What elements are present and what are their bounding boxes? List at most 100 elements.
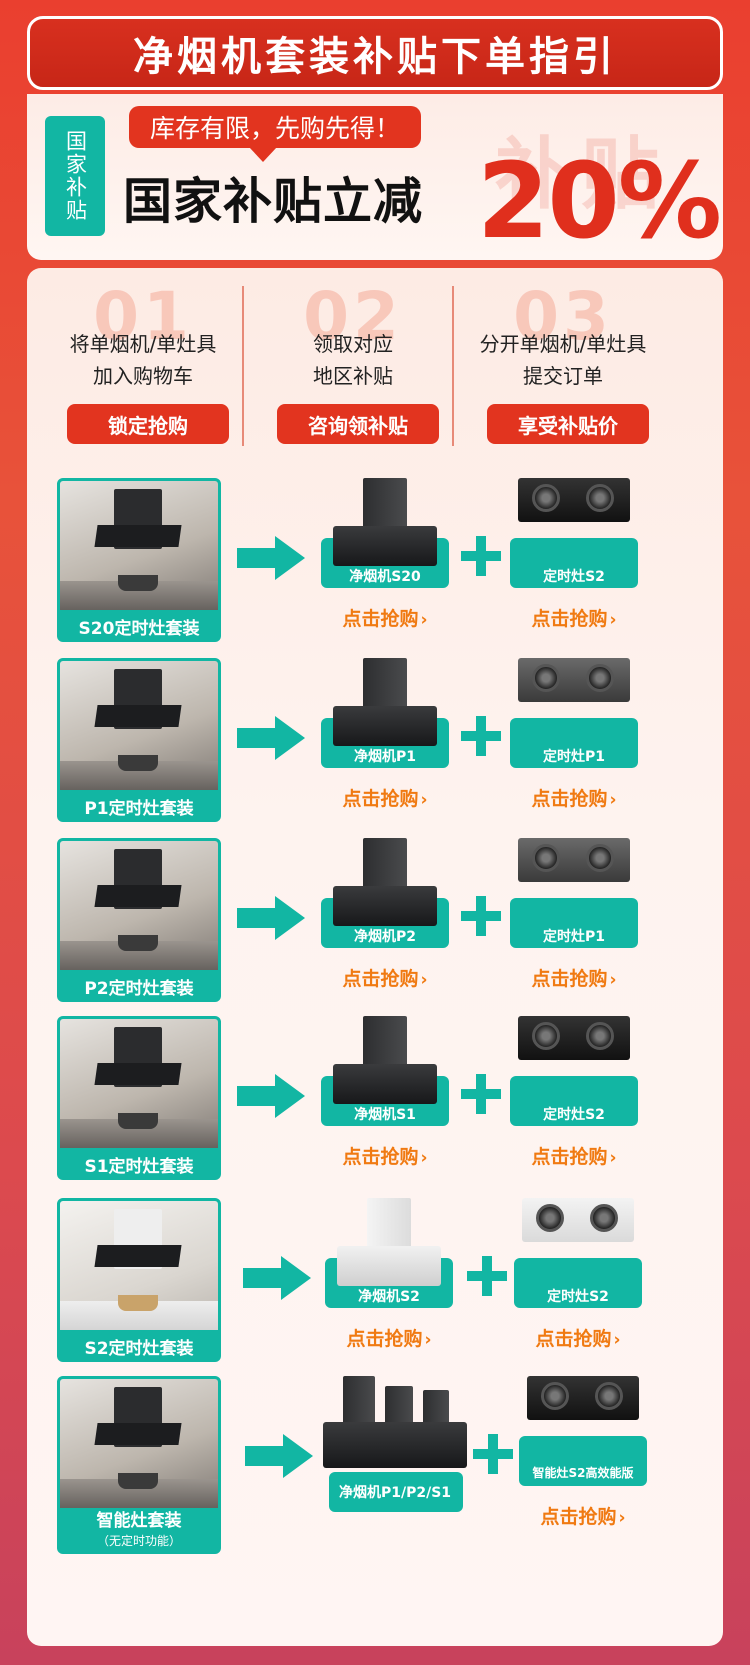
- kit-label[interactable]: P1定时灶套装: [57, 790, 221, 822]
- kit-row-s20: S20定时灶套装 净烟机S20 定时灶S2 点击抢购› 点击抢购›: [27, 478, 723, 648]
- product-box: [510, 898, 638, 948]
- kit-label[interactable]: S20定时灶套装: [57, 610, 221, 642]
- buy-label: 点击抢购: [342, 968, 419, 990]
- pot-image: [118, 1473, 158, 1489]
- hood-image: [363, 1016, 407, 1068]
- burner-icon: [586, 844, 614, 872]
- buy-label: 点击抢购: [342, 1146, 419, 1168]
- buy-stove-link[interactable]: 点击抢购›: [510, 1142, 638, 1169]
- chevron-right-icon: ›: [618, 1508, 626, 1528]
- step-description: 领取对应 地区补贴: [247, 328, 459, 392]
- range-hood-image: [114, 669, 162, 729]
- plus-icon: [461, 1074, 501, 1114]
- pot-image: [118, 935, 158, 951]
- enjoy-subsidy-price-button[interactable]: 享受补贴价: [487, 404, 649, 444]
- kit-sublabel: （无定时功能）: [96, 1534, 181, 1548]
- lock-purchase-button[interactable]: 锁定抢购: [67, 404, 229, 444]
- plus-icon: [473, 1434, 513, 1474]
- chevron-right-icon: ›: [420, 610, 428, 630]
- step-description: 将单烟机/单灶具 加入购物车: [37, 328, 249, 392]
- kit-label[interactable]: P2定时灶套装: [57, 970, 221, 1002]
- arrow-right-icon: [245, 1434, 315, 1478]
- kit-photo[interactable]: [57, 1016, 221, 1158]
- hood-product[interactable]: 净烟机P1: [321, 658, 449, 778]
- hood-name: 净烟机S2: [358, 1289, 420, 1305]
- chevron-right-icon: ›: [420, 790, 428, 810]
- buy-label: 点击抢购: [346, 1328, 423, 1350]
- stove-name: 智能灶S2高效能版: [532, 1466, 634, 1480]
- hood-product[interactable]: 净烟机P1/P2/S1: [323, 1376, 467, 1512]
- burner-icon: [536, 1204, 564, 1232]
- chevron-right-icon: ›: [613, 1330, 621, 1350]
- step-line: 将单烟机/单灶具: [69, 332, 217, 356]
- step-description: 分开单烟机/单灶具 提交订单: [457, 328, 669, 392]
- kit-label[interactable]: S2定时灶套装: [57, 1330, 221, 1362]
- buy-stove-link[interactable]: 点击抢购›: [519, 1502, 647, 1529]
- range-hood-image: [114, 1387, 162, 1447]
- pot-image: [118, 575, 158, 591]
- kit-row-p2: P2定时灶套装 净烟机P2 定时灶P1 点击抢购› 点击抢购›: [27, 838, 723, 1008]
- kit-photo[interactable]: [57, 1198, 221, 1340]
- pot-image: [118, 1295, 158, 1311]
- stove-product[interactable]: 定时灶P1: [510, 838, 638, 958]
- buy-hood-link[interactable]: 点击抢购›: [325, 1324, 453, 1351]
- arrow-right-icon: [237, 1074, 307, 1118]
- hood-image: [363, 478, 407, 530]
- kit-label[interactable]: S1定时灶套装: [57, 1148, 221, 1180]
- hood-product[interactable]: 净烟机S20: [321, 478, 449, 598]
- kit-label[interactable]: 智能灶套装 （无定时功能）: [57, 1508, 221, 1554]
- hood-image: [385, 1386, 413, 1428]
- kit-photo[interactable]: [57, 658, 221, 800]
- stove-image: [518, 1016, 630, 1060]
- buy-stove-link[interactable]: 点击抢购›: [510, 604, 638, 631]
- stove-image: [527, 1376, 639, 1420]
- buy-hood-link[interactable]: 点击抢购›: [321, 604, 449, 631]
- stove-product[interactable]: 定时灶S2: [510, 1016, 638, 1136]
- buy-stove-link[interactable]: 点击抢购›: [510, 964, 638, 991]
- consult-subsidy-button[interactable]: 咨询领补贴: [277, 404, 439, 444]
- national-subsidy-badge: 国家补贴: [45, 116, 105, 236]
- buy-hood-link[interactable]: 点击抢购›: [321, 1142, 449, 1169]
- kit-label-text: 智能灶套装: [96, 1511, 182, 1531]
- kit-photo[interactable]: [57, 838, 221, 980]
- range-hood-image: [114, 1027, 162, 1087]
- stove-product[interactable]: 定时灶P1: [510, 658, 638, 778]
- hood-name: 净烟机P1/P2/S1: [338, 1485, 452, 1501]
- stove-image: [522, 1198, 634, 1242]
- stove-product[interactable]: 定时灶S2: [514, 1198, 642, 1318]
- buy-hood-link[interactable]: 点击抢购›: [321, 784, 449, 811]
- arrow-right-icon: [237, 716, 307, 760]
- hood-name: 净烟机P1: [353, 749, 416, 765]
- step-line: 地区补贴: [313, 364, 393, 388]
- buy-label: 点击抢购: [531, 608, 608, 630]
- step-number: 02: [303, 278, 403, 355]
- kit-photo[interactable]: [57, 1376, 221, 1518]
- burner-icon: [586, 664, 614, 692]
- hood-product[interactable]: 净烟机S2: [325, 1198, 453, 1318]
- buy-label: 点击抢购: [342, 788, 419, 810]
- hood-product[interactable]: 净烟机S1: [321, 1016, 449, 1136]
- buy-label: 点击抢购: [540, 1506, 617, 1528]
- kit-row-s1: S1定时灶套装 净烟机S1 定时灶S2 点击抢购› 点击抢购›: [27, 1016, 723, 1186]
- buy-stove-link[interactable]: 点击抢购›: [514, 1324, 642, 1351]
- buy-hood-link[interactable]: 点击抢购›: [321, 964, 449, 991]
- stove-name: 定时灶P1: [542, 929, 605, 945]
- hood-body-image: [333, 886, 437, 926]
- chevron-right-icon: ›: [609, 790, 617, 810]
- kit-row-smart: 智能灶套装 （无定时功能） 净烟机P1/P2/S1 智能灶S2高效能版: [27, 1376, 723, 1554]
- kit-photo[interactable]: [57, 478, 221, 620]
- buy-label: 点击抢购: [535, 1328, 612, 1350]
- stove-product[interactable]: 定时灶S2: [510, 478, 638, 598]
- hood-body-image: [333, 706, 437, 746]
- step-divider: [242, 286, 244, 446]
- hood-name: 净烟机S1: [354, 1107, 416, 1123]
- product-box: [519, 1436, 647, 1486]
- burner-icon: [532, 484, 560, 512]
- hood-product[interactable]: 净烟机P2: [321, 838, 449, 958]
- stove-product[interactable]: 智能灶S2高效能版: [519, 1376, 647, 1496]
- buy-stove-link[interactable]: 点击抢购›: [510, 784, 638, 811]
- product-box: [329, 1472, 463, 1512]
- product-box: [514, 1258, 642, 1308]
- product-box: [510, 538, 638, 588]
- kit-row-s2: S2定时灶套装 净烟机S2 定时灶S2 点击抢购› 点击抢购›: [27, 1198, 723, 1368]
